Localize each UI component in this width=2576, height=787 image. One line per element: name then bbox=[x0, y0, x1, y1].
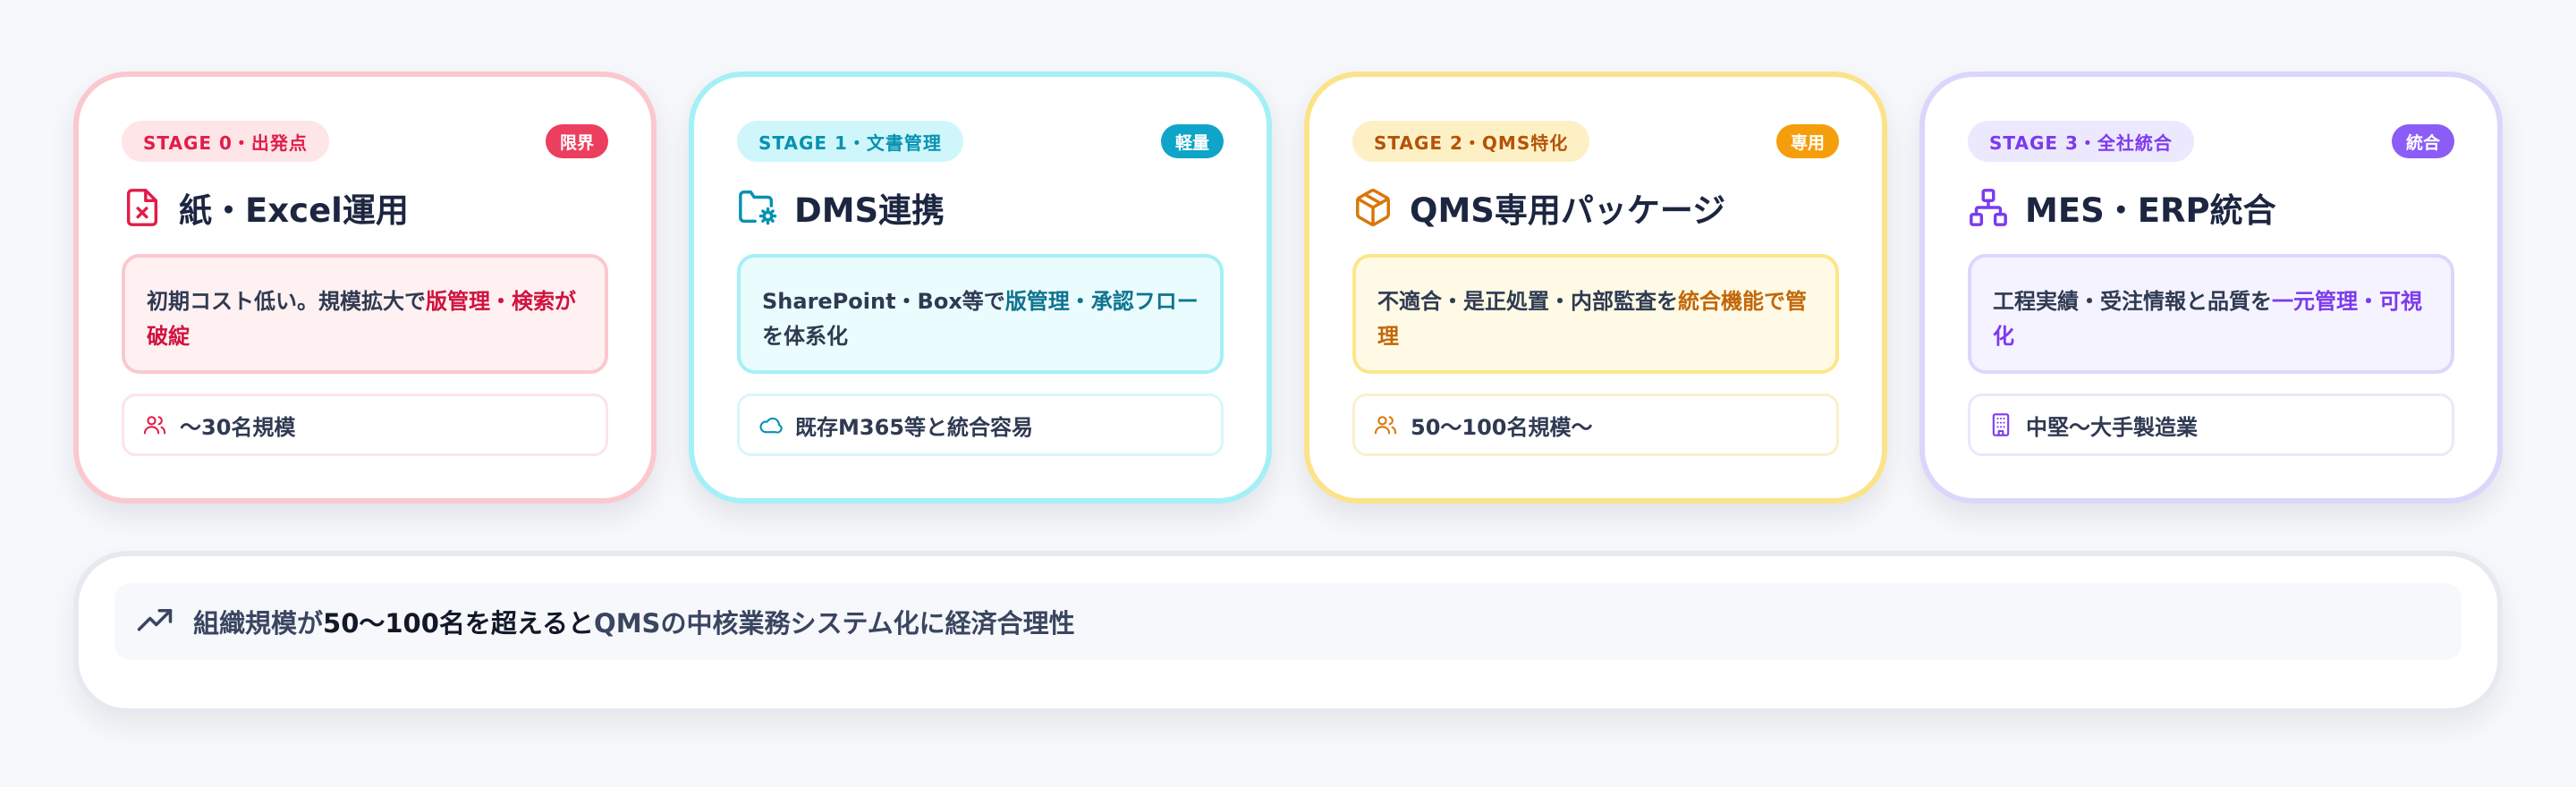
stage-label: STAGE 0・出発点 bbox=[122, 121, 329, 162]
stage-title: QMS専用パッケージ bbox=[1410, 191, 1726, 230]
stage-card-1: STAGE 1・文書管理 軽量 DMS連携 SharePoint・Box等で版管… bbox=[689, 72, 1272, 504]
desc-highlight: 版管理・承認フロー bbox=[1004, 289, 1199, 314]
users-icon bbox=[1373, 412, 1398, 437]
desc-text: 不適合・是正処置・内部監査を bbox=[1377, 289, 1678, 314]
stage-cards: STAGE 0・出発点 限界 紙・Excel運用 初期コスト低い。規模拡大で版管… bbox=[73, 72, 2503, 504]
meta-text: 既存M365等と統合容易 bbox=[795, 414, 1033, 440]
desc-text-after: を体系化 bbox=[762, 324, 848, 349]
stage-card-2: STAGE 2・QMS特化 専用 QMS専用パッケージ 不適合・是正処置・内部監… bbox=[1304, 72, 1887, 504]
stage-label: STAGE 1・文書管理 bbox=[737, 121, 963, 162]
summary-text-after: QMSの中核業務システム化に経済合理性 bbox=[594, 608, 1075, 639]
summary-text-before: 組織規模が bbox=[193, 608, 324, 639]
stage-meta: 既存M365等と統合容易 bbox=[737, 394, 1224, 456]
summary-text: 組織規模が50〜100名を超えるとQMSの中核業務システム化に経済合理性 bbox=[193, 603, 1075, 640]
stage-label: STAGE 2・QMS特化 bbox=[1352, 121, 1590, 162]
desc-highlight: 統合機能で管理 bbox=[1377, 289, 1807, 349]
stage-meta: 50〜100名規模〜 bbox=[1352, 394, 1839, 456]
users-icon bbox=[142, 412, 167, 437]
stage-description: 初期コスト低い。規模拡大で版管理・検索が破綻 bbox=[122, 254, 608, 374]
meta-text: 〜30名規模 bbox=[180, 414, 296, 440]
stage-badge: 限界 bbox=[545, 124, 608, 158]
desc-text: 初期コスト低い。規模拡大で bbox=[147, 289, 426, 314]
desc-highlight: 一元管理・可視化 bbox=[1993, 289, 2422, 349]
stage-title: DMS連携 bbox=[794, 191, 945, 230]
desc-text: SharePoint・Box等で bbox=[762, 289, 1005, 314]
folder-cog-icon bbox=[737, 187, 778, 228]
stage-badge: 統合 bbox=[2391, 124, 2454, 158]
desc-highlight: 版管理・検索が破綻 bbox=[147, 289, 576, 349]
stage-label: STAGE 3・全社統合 bbox=[1968, 121, 2194, 162]
stage-badge: 専用 bbox=[1775, 124, 1839, 158]
stage-description: 不適合・是正処置・内部監査を統合機能で管理 bbox=[1352, 254, 1839, 374]
stage-title: MES・ERP統合 bbox=[2025, 191, 2276, 230]
stage-description: 工程実績・受注情報と品質を一元管理・可視化 bbox=[1968, 254, 2454, 374]
summary-text-strong: 50〜100名を超えると bbox=[323, 608, 595, 639]
meta-text: 中堅〜大手製造業 bbox=[2026, 414, 2198, 440]
stage-card-3: STAGE 3・全社統合 統合 MES・ERP統合 工程実績・受注情報と品質を一… bbox=[1919, 72, 2503, 504]
summary-panel: 組織規模が50〜100名を超えるとQMSの中核業務システム化に経済合理性 bbox=[73, 551, 2503, 714]
package-icon bbox=[1352, 187, 1394, 228]
summary-row: 組織規模が50〜100名を超えるとQMSの中核業務システム化に経済合理性 bbox=[114, 583, 2462, 660]
stage-title: 紙・Excel運用 bbox=[179, 191, 409, 230]
file-x-icon bbox=[122, 187, 163, 228]
trending-up-icon bbox=[136, 603, 174, 640]
stage-meta: 〜30名規模 bbox=[122, 394, 608, 456]
desc-text: 工程実績・受注情報と品質を bbox=[1993, 289, 2272, 314]
network-icon bbox=[1968, 187, 2009, 228]
stage-meta: 中堅〜大手製造業 bbox=[1968, 394, 2454, 456]
cloud-icon bbox=[758, 412, 783, 437]
stage-badge: 軽量 bbox=[1160, 124, 1224, 158]
stage-description: SharePoint・Box等で版管理・承認フローを体系化 bbox=[737, 254, 1224, 374]
stage-card-0: STAGE 0・出発点 限界 紙・Excel運用 初期コスト低い。規模拡大で版管… bbox=[73, 72, 657, 504]
building-icon bbox=[1988, 412, 2013, 437]
meta-text: 50〜100名規模〜 bbox=[1411, 414, 1593, 440]
